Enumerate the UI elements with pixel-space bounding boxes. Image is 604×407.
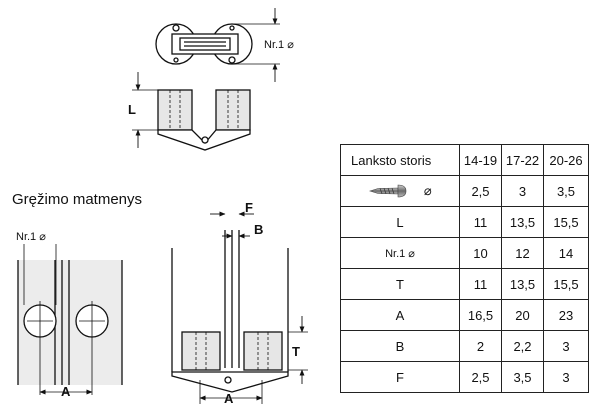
spec-table: Lanksto storis 14-19 17-22 20-26 ⌀ 2,5 3… <box>340 144 589 393</box>
table-cell: 15,5 <box>543 206 589 238</box>
screw-icon <box>369 184 407 198</box>
drilling-title: Gręžimo matmenys <box>12 191 143 208</box>
table-row: F 2,5 3,5 3 <box>340 361 589 393</box>
table-cell: 11 <box>459 206 502 238</box>
table-row: ⌀ 2,5 3 3,5 <box>340 175 589 207</box>
table-row-label: B <box>340 330 460 362</box>
table-row-label: F <box>340 361 460 393</box>
drill-A-label-right: A <box>224 391 234 406</box>
table-header-row: Lanksto storis 14-19 17-22 20-26 <box>340 144 589 176</box>
drill-A-label-left: A <box>61 384 71 399</box>
table-cell: 3 <box>543 361 589 393</box>
side-L-label: L <box>128 102 136 117</box>
table-cell: 12 <box>501 237 544 269</box>
table-row-label: T <box>340 268 460 300</box>
table-row: B 2 2,2 3 <box>340 330 589 362</box>
table-cell: 3 <box>543 330 589 362</box>
table-row: A 16,5 20 23 <box>340 299 589 331</box>
hinge-side-view <box>132 72 251 151</box>
table-row-label: L <box>340 206 460 238</box>
table-row-label: A <box>340 299 460 331</box>
drill-nr1-label: Nr.1 ⌀ <box>16 231 46 243</box>
table-row: L 11 13,5 15,5 <box>340 206 589 238</box>
drilling-section-view <box>171 211 308 404</box>
top-nr1-label: Nr.1 ⌀ <box>264 39 294 51</box>
table-cell: 2 <box>459 330 502 362</box>
table-cell: 3,5 <box>501 361 544 393</box>
table-cell: 10 <box>459 237 502 269</box>
table-cell: 16,5 <box>459 299 502 331</box>
dim-T-label: T <box>292 344 300 359</box>
table-cell: 11 <box>459 268 502 300</box>
dim-B-label: B <box>254 222 264 237</box>
table-cell: 13,5 <box>501 268 544 300</box>
table-row: Nr.1 ⌀ 10 12 14 <box>340 237 589 269</box>
table-row-label: Nr.1 ⌀ <box>340 237 460 269</box>
dim-F-label: F <box>245 200 253 215</box>
drilling-front-view <box>17 244 123 395</box>
table-cell: 23 <box>543 299 589 331</box>
table-cell: 3,5 <box>543 175 589 207</box>
table-cell: 2,5 <box>459 175 502 207</box>
table-header-cell: 14-19 <box>459 144 502 176</box>
table-cell: 2,2 <box>501 330 544 362</box>
table-cell: 15,5 <box>543 268 589 300</box>
table-row-label: ⌀ <box>340 175 460 207</box>
table-header-cell: 20-26 <box>543 144 589 176</box>
table-row: T 11 13,5 15,5 <box>340 268 589 300</box>
table-header-cell: Lanksto storis <box>340 144 460 176</box>
table-cell: 2,5 <box>459 361 502 393</box>
table-cell: 14 <box>543 237 589 269</box>
table-cell: 3 <box>501 175 544 207</box>
table-cell: 13,5 <box>501 206 544 238</box>
table-row-label-text: ⌀ <box>423 182 432 198</box>
hinge-top-view <box>155 8 280 82</box>
table-header-cell: 17-22 <box>501 144 544 176</box>
table-cell: 20 <box>501 299 544 331</box>
